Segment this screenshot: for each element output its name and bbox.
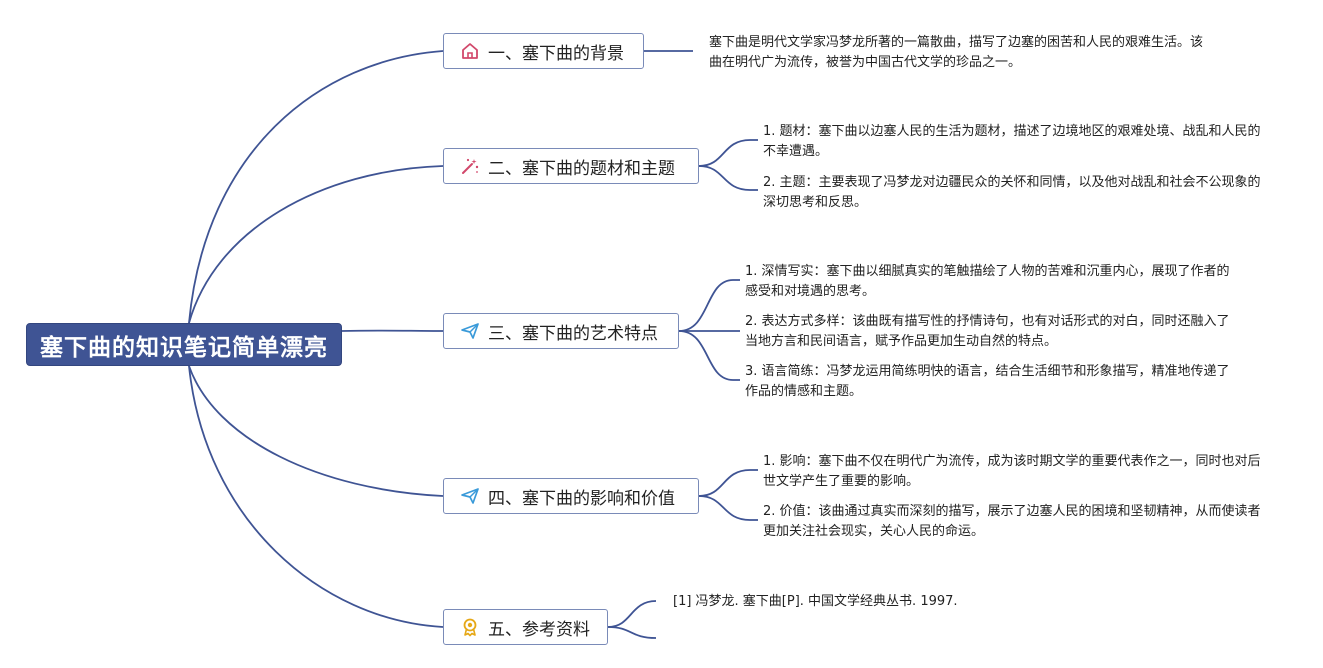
- leaf-text[interactable]: 塞下曲是明代文学家冯梦龙所著的一篇散曲，描写了边塞的困苦和人民的艰难生活。该曲在…: [709, 35, 1204, 70]
- connector-branch-4-leaf-1: [698, 469, 758, 497]
- paper-plane-icon: [460, 321, 480, 341]
- paper-plane-icon: [460, 486, 480, 506]
- branch-topic-label: 二、塞下曲的题材和主题: [488, 158, 675, 179]
- leaf-text[interactable]: 1. 深情写实：塞下曲以细腻真实的笔触描绘了人物的苦难和沉重内心，展现了作者的感…: [745, 264, 1230, 299]
- branch-topic-label: 五、参考资料: [488, 619, 590, 640]
- branch-topic-label: 一、塞下曲的背景: [488, 43, 624, 64]
- leaf-text[interactable]: 1. 题材：塞下曲以边塞人民的生活为题材，描述了边境地区的艰难处境、战乱和人民的…: [763, 124, 1261, 159]
- leaf-text[interactable]: 1. 影响：塞下曲不仅在明代广为流传，成为该时期文学的重要代表作之一，同时也对后…: [763, 454, 1261, 489]
- branch-topic-theme[interactable]: 二、塞下曲的题材和主题: [443, 148, 699, 184]
- root-topic[interactable]: 塞下曲的知识笔记简单漂亮: [26, 323, 342, 366]
- connector-root-branch-5: [188, 365, 444, 628]
- leaf-text[interactable]: 2. 价值：该曲通过真实而深刻的描写，展示了边塞人民的困境和坚韧精神，从而使读者…: [763, 504, 1261, 539]
- connector-root-branch-2: [188, 165, 444, 324]
- leaf-text[interactable]: [1] 冯梦龙. 塞下曲[P]. 中国文学经典丛书. 1997.: [673, 594, 958, 609]
- connector-branch-3-leaf-3: [678, 330, 740, 381]
- home-icon: [460, 41, 480, 61]
- branch-topic-influence[interactable]: 四、塞下曲的影响和价值: [443, 478, 699, 514]
- connector-branch-2-leaf-2: [698, 165, 758, 191]
- leaf-text[interactable]: 2. 主题：主要表现了冯梦龙对边疆民众的关怀和同情，以及他对战乱和社会不公现象的…: [763, 175, 1261, 210]
- connector-root-branch-4: [188, 365, 444, 497]
- leaf-text[interactable]: 3. 语言简练：冯梦龙运用简练明快的语言，结合生活细节和形象描写，精准地传递了作…: [745, 364, 1230, 399]
- magic-wand-icon: [460, 156, 480, 176]
- connector-root-branch-1: [188, 50, 444, 324]
- branch-topic-background[interactable]: 一、塞下曲的背景: [443, 33, 644, 69]
- connector-branch-3-leaf-1: [678, 279, 740, 332]
- branch-topic-label: 三、塞下曲的艺术特点: [488, 323, 658, 344]
- connector-branch-5-leaf-2: [607, 626, 657, 639]
- leaf-text[interactable]: 2. 表达方式多样：该曲既有描写性的抒情诗句，也有对话形式的对白，同时还融入了当…: [745, 314, 1230, 349]
- branch-topic-art-features[interactable]: 三、塞下曲的艺术特点: [443, 313, 679, 349]
- connector-branch-5-leaf-1: [607, 600, 657, 628]
- connector-branch-2-leaf-1: [698, 139, 758, 167]
- award-ribbon-icon: [460, 617, 480, 637]
- root-topic-label: 塞下曲的知识笔记简单漂亮: [40, 334, 328, 361]
- connector-branch-4-leaf-2: [698, 495, 758, 521]
- branch-topic-references[interactable]: 五、参考资料: [443, 609, 608, 645]
- branch-topic-label: 四、塞下曲的影响和价值: [488, 488, 675, 509]
